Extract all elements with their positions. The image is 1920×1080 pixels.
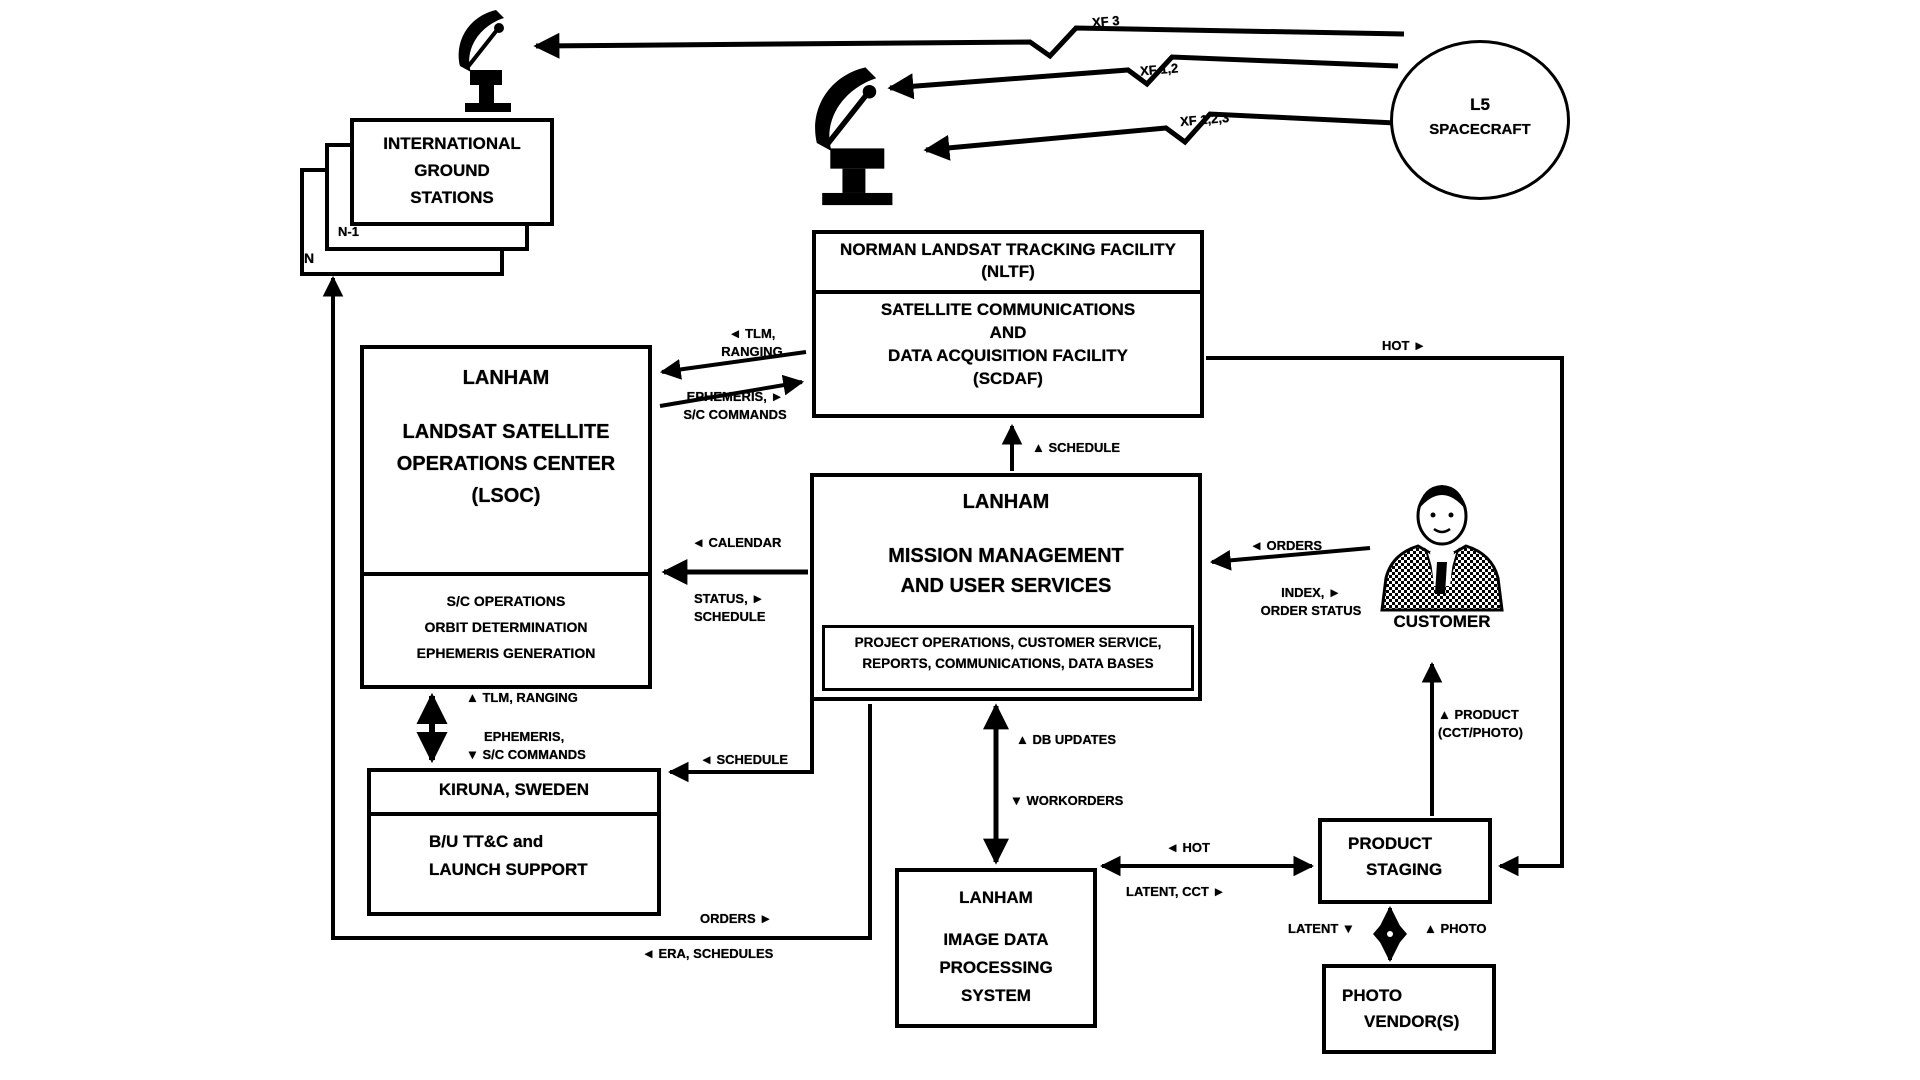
scdaf-line: AND bbox=[989, 323, 1027, 342]
nltf-scdaf-box: NORMAN LANDSAT TRACKING FACILITY (NLTF) … bbox=[812, 230, 1204, 418]
schedule-kiruna-arrow bbox=[667, 700, 814, 783]
flow-label-schedule-kiruna: ◄ SCHEDULE bbox=[700, 752, 788, 767]
flow-label-schedule-up: ▲ SCHEDULE bbox=[1032, 440, 1120, 455]
flow-label-product: ▲ PRODUCT (CCT/PHOTO) bbox=[1438, 707, 1523, 740]
igs-line: STATIONS bbox=[410, 188, 494, 207]
kiruna-line: LAUNCH SUPPORT bbox=[429, 860, 588, 879]
scdaf-line: SATELLITE COMMUNICATIONS bbox=[880, 300, 1136, 319]
kiruna-box: KIRUNA, SWEDEN B/U TT&C and LAUNCH SUPPO… bbox=[367, 768, 661, 916]
flow-label-ephemeris-kiruna: EPHEMERIS, ▼ S/C COMMANDS bbox=[466, 729, 586, 762]
spacecraft-node: L5 SPACECRAFT bbox=[1390, 40, 1570, 200]
photo-vendors-line: VENDOR(S) bbox=[1364, 1012, 1460, 1031]
customer-label: CUSTOMER bbox=[1393, 612, 1491, 631]
mmus-box: LANHAM MISSION MANAGEMENT AND USER SERVI… bbox=[810, 473, 1202, 701]
flow-label-hot-idps: ◄ HOT bbox=[1166, 840, 1210, 855]
lsoc-title: (LSOC) bbox=[471, 485, 541, 507]
satellite-dish-icon bbox=[815, 67, 893, 206]
flow-label-latent: LATENT ▼ bbox=[1288, 921, 1355, 936]
mmus-title: AND USER SERVICES bbox=[900, 575, 1112, 597]
mmus-functions-box: PROJECT OPERATIONS, CUSTOMER SERVICE, RE… bbox=[822, 625, 1194, 691]
idps-title: IMAGE DATA bbox=[943, 930, 1049, 949]
flow-label-index-order-status: INDEX, ► ORDER STATUS bbox=[1260, 585, 1362, 618]
lsoc-title: LANDSAT SATELLITE bbox=[402, 421, 610, 443]
product-staging-line: STAGING bbox=[1366, 860, 1443, 879]
lsoc-function: S/C OPERATIONS bbox=[446, 593, 566, 609]
lsoc-title: OPERATIONS CENTER bbox=[396, 453, 616, 475]
spacecraft-name-2: SPACECRAFT bbox=[1429, 121, 1531, 138]
flow-label-photo: ▲ PHOTO bbox=[1424, 921, 1487, 936]
flow-label-db-updates: ▲ DB UPDATES bbox=[1016, 732, 1117, 747]
idps-site: LANHAM bbox=[959, 888, 1033, 907]
section-divider bbox=[363, 572, 649, 576]
photo-vendors-line: PHOTO bbox=[1342, 986, 1403, 1005]
nltf-header: NORMAN LANDSAT TRACKING FACILITY bbox=[840, 240, 1176, 259]
rf-link-bolts bbox=[533, 25, 1417, 161]
flow-label-era-schedules: ◄ ERA, SCHEDULES bbox=[642, 946, 774, 961]
mmus-function: PROJECT OPERATIONS, CUSTOMER SERVICE, bbox=[854, 635, 1162, 650]
lsoc-site: LANHAM bbox=[462, 367, 550, 389]
orders-arrow bbox=[1209, 546, 1371, 571]
mmus-function: REPORTS, COMMUNICATIONS, DATA BASES bbox=[862, 656, 1154, 671]
lsoc-box: LANHAM LANDSAT SATELLITE OPERATIONS CENT… bbox=[360, 345, 652, 689]
scdaf-line: (SCDAF) bbox=[973, 369, 1043, 388]
mmus-title: MISSION MANAGEMENT bbox=[888, 545, 1124, 567]
flow-label-ephemeris-commands: EPHEMERIS, ► S/C COMMANDS bbox=[683, 389, 787, 422]
flow-label-status-schedule: STATUS, ► SCHEDULE bbox=[694, 591, 766, 624]
product-staging-box: PRODUCT STAGING bbox=[1318, 818, 1492, 904]
flow-label-xf-top: XF 3 bbox=[1091, 12, 1121, 31]
flow-label-tlm-ranging: ◄ TLM, RANGING bbox=[721, 326, 783, 359]
kiruna-line: B/U TT&C and bbox=[429, 832, 544, 851]
section-divider bbox=[370, 812, 658, 816]
igs-line: INTERNATIONAL bbox=[383, 134, 521, 153]
hot-route-line bbox=[1206, 356, 1564, 877]
spacecraft-name: L5 bbox=[1470, 95, 1490, 114]
flow-label-workorders: ▼ WORKORDERS bbox=[1010, 793, 1124, 808]
kiruna-header: KIRUNA, SWEDEN bbox=[438, 780, 590, 799]
mmus-site: LANHAM bbox=[962, 491, 1050, 513]
lsoc-function: EPHEMERIS GENERATION bbox=[416, 645, 596, 661]
idps-box: LANHAM IMAGE DATA PROCESSING SYSTEM bbox=[895, 868, 1097, 1028]
idps-title: SYSTEM bbox=[961, 986, 1031, 1005]
photo-vendors-box: PHOTO VENDOR(S) bbox=[1322, 964, 1496, 1054]
stack-label-n: N bbox=[304, 250, 315, 266]
international-ground-stations-box: INTERNATIONAL GROUND STATIONS bbox=[350, 118, 554, 226]
flow-label-latent-cct: LATENT, CCT ► bbox=[1126, 884, 1226, 899]
flow-label-orders: ◄ ORDERS bbox=[1250, 538, 1323, 553]
lsoc-scdaf-arrows bbox=[659, 350, 807, 408]
flow-label-calendar: ◄ CALENDAR bbox=[692, 535, 782, 550]
product-staging-line: PRODUCT bbox=[1348, 834, 1433, 853]
orders-loop-line bbox=[322, 275, 872, 940]
flow-label-orders-bottom: ORDERS ► bbox=[700, 911, 773, 926]
nltf-header-2: (NLTF) bbox=[981, 262, 1035, 281]
section-divider bbox=[815, 290, 1201, 294]
scdaf-line: DATA ACQUISITION FACILITY bbox=[888, 346, 1128, 365]
flow-label-tlm-ranging-kiruna: ▲ TLM, RANGING bbox=[466, 690, 578, 705]
satellite-dish-icon bbox=[458, 10, 511, 112]
idps-title: PROCESSING bbox=[939, 958, 1053, 977]
flow-label-hot-top: HOT ► bbox=[1382, 338, 1426, 353]
igs-line: GROUND bbox=[414, 161, 490, 180]
lsoc-function: ORBIT DETERMINATION bbox=[424, 619, 588, 635]
customer-icon bbox=[1380, 485, 1504, 612]
staging-vendor-arrow bbox=[1373, 905, 1407, 963]
stack-label-n-1: N-1 bbox=[338, 224, 359, 239]
